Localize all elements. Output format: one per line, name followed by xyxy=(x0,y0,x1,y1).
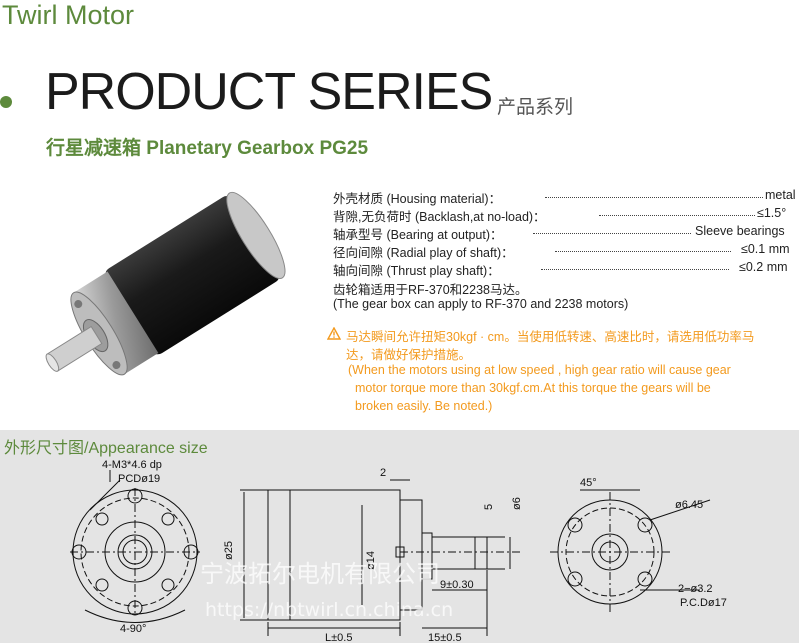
spec-value: ≤0.1 mm xyxy=(741,242,790,256)
spec-row-thrust: 轴向间隙 (Thrust play shaft)： ≤0.2 mm xyxy=(333,260,799,278)
dim-pcd19: PCDø19 xyxy=(118,473,160,485)
leader-dots xyxy=(555,251,731,252)
page-subtitle: 产品系列 xyxy=(497,96,574,118)
dim-holes: 4-M3*4.6 dp xyxy=(102,459,162,471)
warning-cn-line1: 马达瞬间允许扭矩30kgf · cm。当使用低转速、高速比时，请选用低功率马 xyxy=(346,330,755,344)
warning-cn-line2: 达，请做好保护措施。 xyxy=(346,348,472,362)
applicability-en: (The gear box can apply to RF-370 and 22… xyxy=(333,297,629,311)
dim-five: 5 xyxy=(483,504,495,510)
dim-holes2: 2−ø3.2 xyxy=(678,583,713,595)
applicability-cn: 齿轮箱适用于RF-370和2238马达。 xyxy=(333,283,528,297)
spec-label: 轴向间隙 (Thrust play shaft)： xyxy=(333,264,500,278)
watermark-company: 宁波拓尔电机有限公司 xyxy=(200,560,440,588)
brand-logo-text: Twirl Motor xyxy=(2,0,135,30)
spec-value: ≤1.5° xyxy=(757,206,787,220)
spec-label: 径向间隙 (Radial play of shaft)： xyxy=(333,246,514,260)
dim-pcd17: P.C.Dø17 xyxy=(680,597,727,609)
spec-row-radial: 径向间隙 (Radial play of shaft)： ≤0.1 mm xyxy=(333,242,799,260)
spec-row-housing: 外壳材质 (Housing material)： metal xyxy=(333,188,799,206)
side-view xyxy=(240,479,520,636)
spec-label: 轴承型号 (Bearing at output)： xyxy=(333,228,503,242)
spec-value: ≤0.2 mm xyxy=(739,260,788,274)
dim-angle45: 45° xyxy=(580,477,597,489)
product-name: 行星减速箱 Planetary Gearbox PG25 xyxy=(46,138,369,159)
appearance-title: 外形尺寸图/Appearance size xyxy=(4,440,208,457)
spec-row-bearing: 轴承型号 (Bearing at output)： Sleeve bearing… xyxy=(333,224,799,242)
dim-angle90: 4-90° xyxy=(120,623,146,635)
dim-two: 2 xyxy=(380,467,386,479)
spec-label: 背隙,无负荷时 (Backlash,at no-load)： xyxy=(333,210,546,224)
warning-en-line2: motor torque more than 30kgf.cm.At this … xyxy=(355,381,711,395)
gearbox-motor-photo xyxy=(45,191,286,376)
page-title: PRODUCT SERIES xyxy=(45,63,493,121)
rear-view xyxy=(550,489,711,612)
front-view xyxy=(70,470,200,623)
leader-dots xyxy=(533,233,691,234)
bullet-dot xyxy=(0,96,12,108)
dim-d14: ø14 xyxy=(365,551,377,570)
dim-d645: ø6.45 xyxy=(675,499,703,511)
leader-dots xyxy=(545,197,763,198)
spec-row-backlash: 背隙,无负荷时 (Backlash,at no-load)： ≤1.5° xyxy=(333,206,799,224)
dim-d25: ø25 xyxy=(223,541,235,560)
spec-label: 外壳材质 (Housing material)： xyxy=(333,192,502,206)
dimension-drawing: 4-M3*4.6 dp PCDø19 4-90° ø25 ø14 2 5 ø6 … xyxy=(70,459,727,643)
dim-d6: ø6 xyxy=(511,497,523,510)
watermark-url: https://nbtwirl.cn.china.cn xyxy=(205,599,453,621)
spec-value: Sleeve bearings xyxy=(695,224,785,238)
leader-dots xyxy=(599,215,755,216)
leader-dots xyxy=(541,269,729,270)
dim-fifteen: 15±0.5 xyxy=(428,632,462,643)
dim-nine: 9±0.30 xyxy=(440,579,474,591)
dim-L: L±0.5 xyxy=(325,632,352,643)
warning-icon xyxy=(327,327,341,340)
warning-en-line3: broken easily. Be noted.) xyxy=(355,399,493,413)
warning-en-line1: (When the motors using at low speed , hi… xyxy=(348,363,731,377)
spec-value: metal xyxy=(765,188,796,202)
